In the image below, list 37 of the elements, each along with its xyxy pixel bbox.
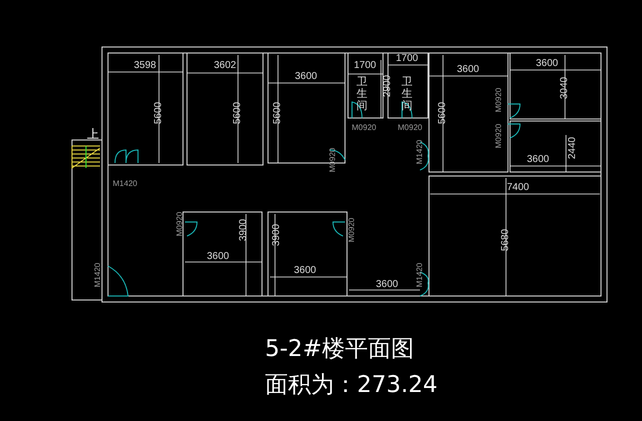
dimension-label: 7400 — [506, 183, 530, 193]
door-code: M1420 — [415, 140, 425, 164]
room-name: 卫生间 — [356, 76, 368, 112]
dimension-label: 3600 — [526, 155, 550, 165]
dimension-label: 5600 — [273, 102, 283, 124]
door-code: M0920 — [398, 123, 422, 133]
dimension-label: 3600 — [294, 266, 316, 276]
dimension-label: 3600 — [456, 65, 480, 75]
door-code: M1420 — [415, 262, 425, 288]
door-code: M1420 — [93, 262, 103, 288]
door-code: M1420 — [112, 179, 138, 189]
area-caption: 面积为：273.24 — [265, 371, 438, 400]
dimension-label: 5680 — [501, 228, 511, 252]
dimension-label: 3600 — [206, 252, 230, 262]
dimension-label: 2900 — [383, 74, 393, 98]
dimension-label: 3600 — [294, 72, 318, 82]
door-code: M0920 — [328, 148, 338, 172]
dimension-label: 5600 — [438, 102, 448, 124]
stair-label: 上 — [87, 129, 99, 139]
dimension-label: 3598 — [134, 61, 156, 71]
door-code: M0920 — [494, 124, 504, 148]
dimension-label: 1700 — [396, 54, 418, 64]
dimension-label: 1700 — [354, 61, 376, 71]
dimension-label: 5600 — [154, 102, 164, 124]
dimension-label: 5600 — [233, 102, 243, 124]
dimension-label: 3040 — [560, 76, 570, 100]
plan-title: 5-2#楼平面图 — [265, 335, 414, 364]
door-code: M0920 — [175, 212, 185, 236]
dimension-label: 2440 — [568, 136, 578, 160]
dimension-label: 3602 — [214, 61, 236, 71]
door-code: M0920 — [352, 123, 376, 133]
dimension-label: 3900 — [239, 218, 249, 242]
dimension-label: 3900 — [272, 224, 282, 246]
door-code: M0920 — [347, 218, 357, 242]
door-code: M0920 — [494, 88, 504, 112]
dimension-label: 3600 — [376, 280, 398, 290]
dimension-label: 3600 — [536, 59, 558, 69]
